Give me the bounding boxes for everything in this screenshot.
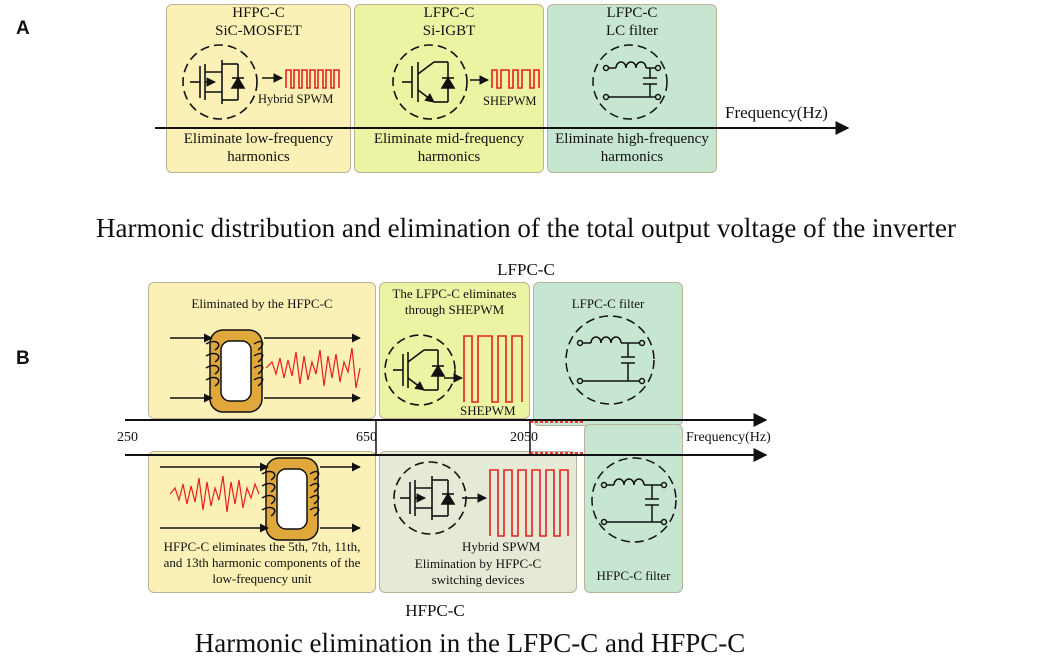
panel-a-box3-subtitle: LC filter bbox=[605, 23, 659, 39]
panel-a-mosfet-symbol bbox=[182, 44, 258, 120]
panel-a-box2-subtitle: Si-IGBT bbox=[422, 23, 476, 39]
panel-b-top-mid-line1: The LFPC-C eliminates bbox=[392, 286, 517, 301]
panel-b-mosfet-symbol bbox=[393, 461, 467, 535]
panel-b-letter: B bbox=[16, 348, 30, 369]
panel-b-bottom-left-line1: HFPC-C eliminates the 5th, 7th, 11th, bbox=[163, 539, 361, 554]
panel-b-bottom-left-line3: low-frequency unit bbox=[212, 571, 312, 586]
panel-b-bottom-label: HFPC-C bbox=[405, 601, 465, 620]
panel-a-axis-label: Frequency(Hz) bbox=[725, 103, 828, 122]
panel-b-bottom-mid-signal-label: Hybrid SPWM bbox=[462, 539, 541, 554]
panel-b-tick-2050: 2050 bbox=[510, 430, 538, 445]
panel-b-hybrid-spwm-waveform bbox=[489, 469, 569, 537]
panel-b-top-right-text: LFPC-C filter bbox=[571, 296, 645, 311]
panel-b-box-top-mid bbox=[379, 282, 530, 419]
panel-b-box-bottom-left bbox=[148, 451, 376, 593]
panel-a-box2-title: LFPC-C bbox=[423, 5, 475, 21]
panel-a-box1-signal-label: Hybrid SPWM bbox=[258, 92, 334, 106]
panel-b-top-mid-line2: through SHEPWM bbox=[404, 302, 505, 317]
panel-b-harmonic-waveform-top bbox=[265, 347, 361, 389]
panel-a-hybrid-spwm-waveform bbox=[285, 69, 340, 89]
panel-b-bottom-left-line2: and 13th harmonic components of the bbox=[163, 555, 361, 570]
panel-a-box-hfpc bbox=[166, 4, 351, 173]
panel-a-box2-signal-label: SHEPWM bbox=[483, 94, 537, 108]
panel-a-igbt-symbol bbox=[392, 44, 468, 120]
panel-b-harmonic-waveform-bottom bbox=[169, 475, 260, 513]
panel-b-top-left-text: Eliminated by the HFPC-C bbox=[191, 296, 333, 311]
panel-b-tick-250: 250 bbox=[117, 430, 138, 445]
panel-a-shepwm-waveform bbox=[491, 69, 540, 89]
panel-a-caption: Harmonic distribution and elimination of… bbox=[95, 213, 957, 243]
panel-a-box1-bottom-line1: Eliminate low-frequency bbox=[183, 131, 334, 147]
panel-a-letter: A bbox=[16, 18, 30, 39]
panel-b-shepwm-waveform bbox=[463, 335, 523, 403]
panel-b-bottom-mid-line2: switching devices bbox=[431, 572, 525, 587]
panel-b-axis-label: Frequency(Hz) bbox=[686, 430, 771, 445]
panel-a-box2-bottom-line2: harmonics bbox=[417, 149, 481, 165]
panel-a-box1-subtitle: SiC-MOSFET bbox=[215, 23, 302, 39]
panel-b-caption: Harmonic elimination in the LFPC-C and H… bbox=[194, 628, 746, 658]
panel-a-box-filter bbox=[547, 4, 717, 173]
panel-b-lc-filter-top bbox=[565, 315, 655, 405]
panel-b-transformer-bottom bbox=[160, 457, 361, 541]
panel-b-box-bottom-right bbox=[584, 424, 683, 593]
panel-a-box2-bottom-line1: Eliminate mid-frequency bbox=[373, 131, 525, 147]
panel-b-top-label: LFPC-C bbox=[497, 260, 555, 279]
panel-b-bottom-mid-line1: Elimination by HFPC-C bbox=[414, 556, 542, 571]
panel-b-box-bottom-mid bbox=[379, 451, 577, 593]
panel-b-top-mid-signal-label: SHEPWM bbox=[460, 403, 516, 418]
panel-a-box3-bottom-line2: harmonics bbox=[600, 149, 664, 165]
panel-b-tick-650: 650 bbox=[356, 430, 377, 445]
panel-a-box1-bottom-line2: harmonics bbox=[227, 149, 290, 165]
panel-b-box-top-right bbox=[533, 282, 683, 426]
panel-b-bottom-right-text: HFPC-C filter bbox=[596, 568, 671, 583]
panel-a-box3-title: LFPC-C bbox=[606, 5, 658, 21]
panel-b-lc-filter-bottom bbox=[591, 457, 677, 543]
panel-b-igbt-symbol bbox=[384, 334, 456, 406]
panel-a-box1-title: HFPC-C bbox=[232, 5, 285, 21]
panel-b-transformer-top bbox=[170, 329, 361, 413]
panel-a-box3-bottom-line1: Eliminate high-frequency bbox=[555, 131, 709, 147]
panel-a-lc-filter-symbol bbox=[592, 44, 668, 120]
